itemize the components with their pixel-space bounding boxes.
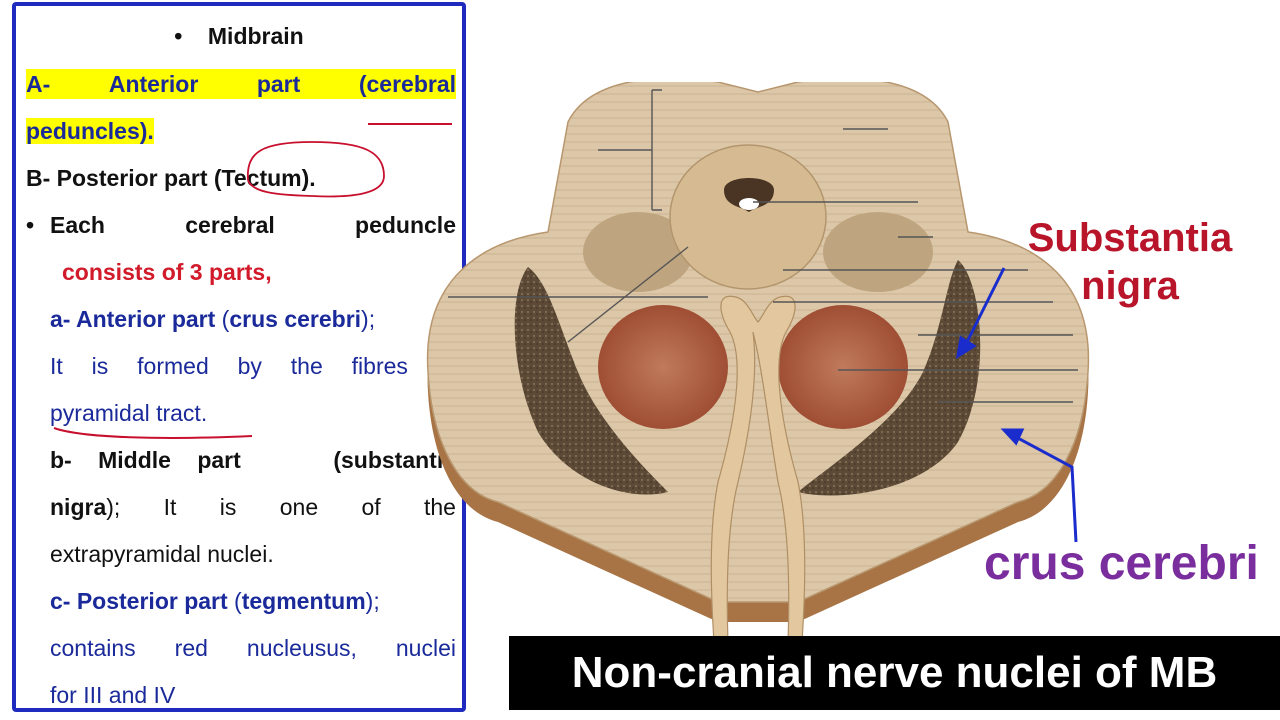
extrapyramidal-text: extrapyramidal nuclei. [50,541,274,567]
word: is [91,353,109,379]
word: part [256,71,301,97]
tectum-text: (Tectum). [213,165,316,191]
periaqueductal-grey [669,144,827,290]
c-part-label: c- Posterior part [50,588,228,614]
line-a-part: a- Anterior part (crus cerebri); [50,304,456,334]
arrow-crus-head [1000,428,1025,446]
label-substantia: Substantia [1027,216,1233,260]
crus-text: crus cerebri [229,306,362,332]
word: formed [137,353,209,379]
word: is [219,494,237,520]
red-nucleus-left [598,305,728,429]
word: cerebral [185,212,275,238]
label-crus-cerebri: crus cerebri [984,537,1259,590]
word: contains [50,635,136,661]
line-contains: contains red nucleusus, nuclei [50,633,456,663]
annotation-arrows [955,267,1078,543]
paren: ); [365,588,380,614]
bullet: • [26,212,35,238]
word: of [361,494,381,520]
label-substantia-nigra: Substantia nigra [1020,214,1240,310]
paren: ); [361,306,376,332]
bracket-tectum [598,89,662,211]
word: nigra); [50,492,120,522]
arrow-substantia [964,267,1006,345]
substantia-nigra-right [798,260,981,496]
word: nuclei [395,635,456,661]
a-part-label: a- Anterior part [50,306,216,332]
page-title: Midbrain [207,23,304,49]
caption-banner: Non-cranial nerve nuclei of MB [509,636,1280,710]
word: (cerebral [358,71,456,97]
leader-lines [448,89,1078,403]
paren: ( [215,306,230,332]
for-iii-text: for III and IV [50,682,176,708]
word: the [290,353,323,379]
word: A- [26,71,51,97]
word: It [50,353,63,379]
line-a-anterior: A- Anterior part (cerebral [26,69,456,99]
arrow-substantia-head [955,335,977,360]
bullet: • [174,23,183,49]
line-each: • Each cerebral peduncle [26,210,456,240]
nigra-text: nigra [50,494,107,520]
substantia-text: (substantia [333,447,456,473]
line-pyramidal: pyramidal tract. [50,398,456,428]
word: peduncle [355,212,456,238]
tegmentum-left [583,212,693,292]
pen-underline-pyramidal [53,427,253,439]
midbrain-cross-section [426,82,1090,642]
paren: ( [227,588,242,614]
leader [567,246,689,343]
word: nucleusus, [246,635,357,661]
line-for-iii: for III and IV [50,680,456,710]
title-text: • Midbrain [174,21,303,51]
line-extrapyramidal: extrapyramidal nuclei. [50,539,456,569]
line-c-part: c- Posterior part (tegmentum); [50,586,456,616]
posterior-text: B- Posterior part [26,165,214,191]
word: the [423,494,456,520]
notes-panel: • Midbrain A- Anterior part (cerebral pe… [12,2,466,712]
substantia-nigra-left [514,267,668,495]
red-nucleus-right [778,305,908,429]
word: • Each [26,210,105,240]
caption-text: Non-cranial nerve nuclei of MB [571,648,1218,697]
word: Anterior [108,71,199,97]
word: one [279,494,319,520]
word: red [174,635,208,661]
word: ); [106,494,121,520]
peduncles-text: peduncles). [26,118,154,144]
word: It [163,494,177,520]
line-nigra: nigra); It is one of the [50,492,456,522]
consists-text: consists of 3 parts, [62,259,272,285]
word: by [237,353,262,379]
line-consists: consists of 3 parts, [62,257,456,287]
label-nigra: nigra [1081,264,1179,308]
line-b-middle: b- Middle part (substantia [50,445,456,475]
line-formed: It is formed by the fibres of [50,351,456,381]
cerebral-aqueduct [724,178,774,212]
tegmentum-right [823,212,933,292]
line-a-cont: peduncles). [26,116,456,146]
word: Each [50,212,105,238]
b-part-label: b- Middle part [50,447,241,473]
arrow-crus [1013,434,1078,543]
aqueduct-lumen [739,198,759,210]
line-b-posterior: B- Posterior part (Tectum). [26,163,456,193]
tegmentum-text: tegmentum [241,588,366,614]
title-line: • Midbrain [16,21,462,51]
oculomotor-nerve [710,295,806,642]
word: fibres [351,353,408,379]
pyramidal-text: pyramidal tract. [50,400,208,426]
